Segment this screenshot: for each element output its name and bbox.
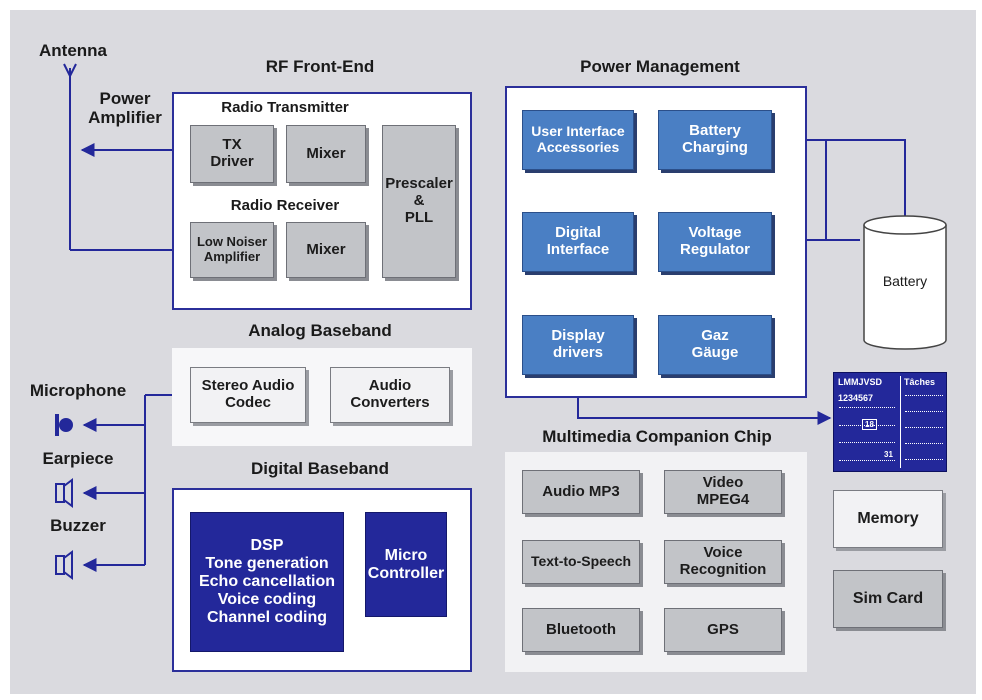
diagram-background [10,10,976,694]
power-amplifier-label: Power Amplifier [88,89,162,127]
analog-baseband-title: Analog Baseband [248,321,392,340]
voice-recognition-block: Voice Recognition [664,540,782,584]
battery-icon [863,215,947,350]
gps-block: GPS [664,608,782,652]
display-row [905,459,943,460]
microphone-icon [55,414,73,436]
multimedia-title: Multimedia Companion Chip [542,427,772,446]
display-row [905,443,943,444]
rf-front-end-title: RF Front-End [265,57,375,76]
display-days: LMMJVSD [838,377,883,387]
buzzer-icon [55,550,73,580]
gas-gauge-block: Gaz Gäuge [658,315,772,375]
display-divider [900,376,901,468]
stereo-audio-codec-block: Stereo Audio Codec [190,367,306,423]
text-to-speech-block: Text-to-Speech [522,540,640,584]
battery-charging-block: Battery Charging [658,110,772,170]
tx-mixer-block: Mixer [286,125,366,183]
battery-label: Battery [882,273,928,289]
battery-lead-2 [825,140,860,241]
power-management-title: Power Management [580,57,740,76]
microphone-label: Microphone [29,381,127,400]
earpiece-icon [55,478,73,508]
prescaler-pll-block: Prescaler & PLL [382,125,456,278]
radio-receiver-title: Radio Receiver [230,197,340,214]
display-day-mark: 18 [862,419,877,430]
battery-lead [780,133,906,225]
voltage-regulator-block: Voltage Regulator [658,212,772,272]
display-row [905,427,943,428]
digital-baseband-title: Digital Baseband [251,459,389,478]
display-rows-left [839,407,895,461]
display-tasks: Tâches [904,377,936,387]
display-row [839,442,895,443]
display-numbers: 1234567 [838,393,874,403]
sim-card-block: Sim Card [833,570,943,628]
tx-driver-block: TX Driver [190,125,274,183]
display-rows-right [905,395,943,461]
display-row [839,425,895,426]
low-noise-amplifier-block: Low Noiser Amplifier [190,222,274,278]
display-drivers-block: Display drivers [522,315,634,375]
radio-transmitter-title: Radio Transmitter [221,99,349,116]
earpiece-label: Earpiece [42,449,114,468]
display-panel: LMMJVSD Tâches 1234567 18 31 [833,372,947,472]
rx-mixer-block: Mixer [286,222,366,278]
video-mpeg4-block: Video MPEG4 [664,470,782,514]
memory-block: Memory [833,490,943,548]
user-interface-block: User Interface Accessories [522,110,634,170]
micro-controller-block: Micro Controller [365,512,447,617]
buzzer-label: Buzzer [50,516,106,535]
display-date-mark: 31 [884,450,893,459]
digital-interface-block: Digital Interface [522,212,634,272]
dsp-block: DSP Tone generation Echo cancellation Vo… [190,512,344,652]
display-row [905,411,943,412]
antenna-icon [63,63,77,79]
display-row [905,395,943,396]
bluetooth-block: Bluetooth [522,608,640,652]
antenna-label: Antenna [39,41,107,60]
audio-converters-block: Audio Converters [330,367,450,423]
audio-mp3-block: Audio MP3 [522,470,640,514]
